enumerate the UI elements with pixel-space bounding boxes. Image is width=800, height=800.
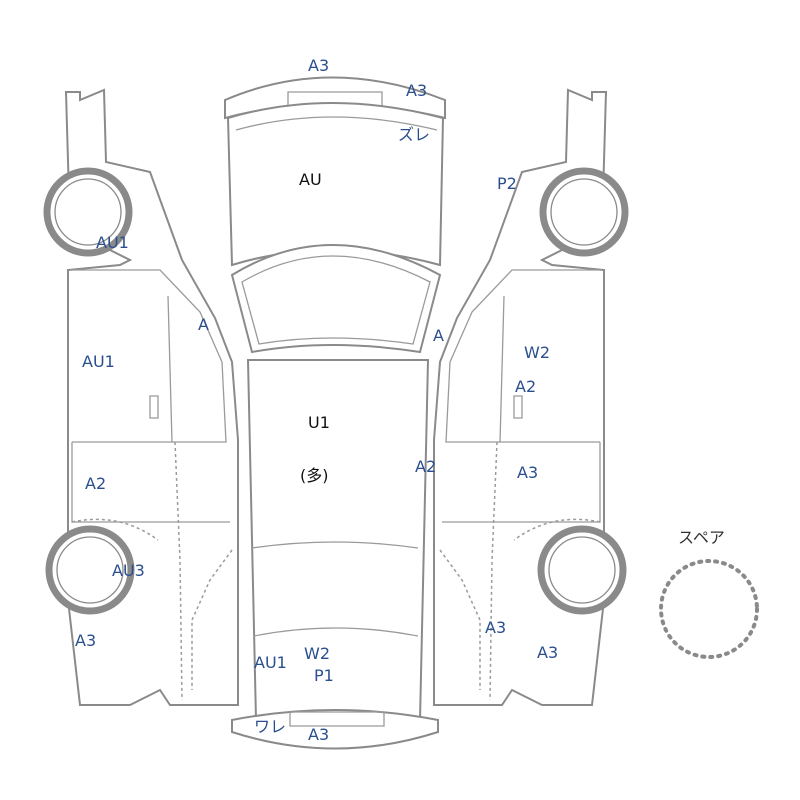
rear-glass-line-top — [251, 541, 419, 549]
left-door-divider — [167, 295, 173, 443]
label-right-front-door-bottom: A2 — [515, 377, 536, 396]
label-right-a-pillar: A — [433, 326, 444, 345]
label-left-front-fender: AU1 — [96, 233, 129, 252]
wheel-icon — [54, 178, 122, 246]
damage-labels: A3 A3 ズレ AU AU1 A AU1 A2 AU3 A3 P2 A W2 … — [75, 56, 725, 744]
label-hood: AU — [299, 170, 322, 189]
label-left-a-pillar: A — [198, 315, 209, 334]
right-fender-line — [445, 269, 602, 443]
left-door-handle — [149, 395, 159, 419]
label-spare-title: スペア — [678, 528, 725, 547]
left-fender-line — [70, 269, 227, 443]
left-rear-quarter-dash — [191, 549, 233, 690]
label-trunk: P1 — [314, 666, 334, 685]
right-rear-window — [489, 441, 498, 701]
label-hood-shift: ズレ — [398, 125, 430, 144]
car-left-side-view — [43, 88, 239, 706]
label-right-front-fender: P2 — [497, 174, 517, 193]
label-right-side-sill: A2 — [415, 457, 436, 476]
trunk-line — [253, 627, 419, 637]
car-top-view — [224, 76, 446, 750]
label-left-rear-wheel: AU3 — [112, 561, 145, 580]
right-rear-quarter-dash — [439, 549, 481, 690]
left-body-outline — [64, 88, 239, 706]
rear-plate — [289, 711, 385, 727]
right-door-divider — [499, 295, 505, 443]
hood-inner-line — [235, 116, 438, 131]
label-hood-right: A3 — [406, 81, 427, 100]
rear-bumper — [231, 709, 439, 750]
label-rear-bumper: A3 — [308, 725, 329, 744]
label-left-front-door: AU1 — [82, 352, 115, 371]
label-right-front-door-top: W2 — [524, 343, 550, 362]
label-trunk-left: AU1 — [254, 653, 287, 672]
label-rear-bumper-crack: ワレ — [254, 717, 286, 736]
wheel-icon — [548, 536, 616, 604]
label-right-rear-quarter-inner: A3 — [485, 618, 506, 637]
right-body-outline — [433, 88, 608, 706]
windshield-inner — [241, 255, 431, 345]
wheel-icon — [56, 536, 124, 604]
label-roof-note: (多) — [300, 466, 329, 485]
right-lower-door — [442, 442, 601, 523]
label-left-rear-quarter: A3 — [75, 631, 96, 650]
spare-tire-icon — [659, 559, 759, 659]
wheel-icon — [550, 178, 618, 246]
label-front-bumper: A3 — [308, 56, 329, 75]
label-right-rear-quarter-outer: A3 — [537, 643, 558, 662]
right-door-handle — [513, 395, 523, 419]
windshield — [230, 244, 442, 354]
label-rear-glass: W2 — [304, 644, 330, 663]
label-left-rear-door: A2 — [85, 474, 106, 493]
label-roof: U1 — [308, 413, 330, 432]
left-rear-window — [174, 441, 183, 701]
label-right-rear-door: A3 — [517, 463, 538, 482]
car-right-side-view — [433, 88, 629, 706]
